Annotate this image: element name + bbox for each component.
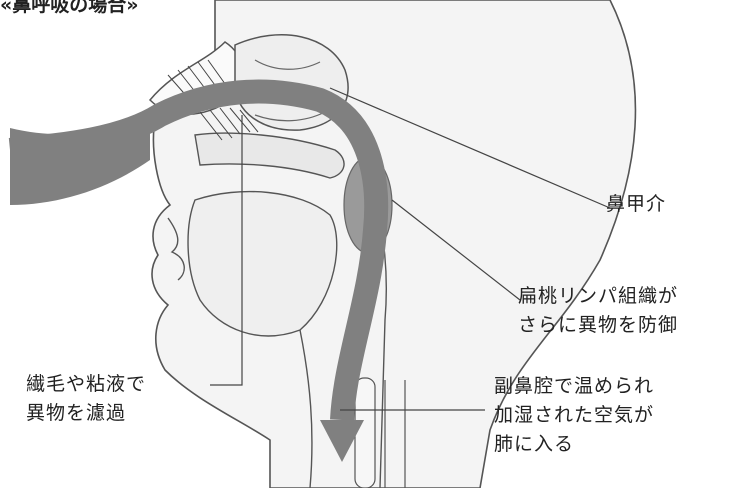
sinus-label-line2: 加湿された空気が — [494, 401, 654, 430]
section-title: «鼻呼吸の場合» — [0, 0, 139, 17]
sinus-label: 副鼻腔で温められ 加湿された空気が 肺に入る — [494, 372, 654, 459]
cilia-label-line2: 異物を濾過 — [26, 399, 146, 428]
tonsil-label-line1: 扁桃リンパ組織が — [518, 282, 678, 311]
airflow-entry-band — [10, 112, 150, 205]
trachea-tube — [355, 378, 375, 488]
tonsil-label-line2: さらに異物を防御 — [518, 311, 678, 340]
turbinate-label-text: 鼻甲介 — [606, 193, 666, 215]
turbinate-label: 鼻甲介 — [606, 190, 666, 219]
cilia-label: 繊毛や粘液で 異物を濾過 — [26, 370, 146, 428]
tonsil-label: 扁桃リンパ組織が さらに異物を防御 — [518, 282, 678, 340]
cilia-label-line1: 繊毛や粘液で — [26, 370, 146, 399]
sinus-label-line3: 肺に入る — [494, 430, 654, 459]
sinus-label-line1: 副鼻腔で温められ — [494, 372, 654, 401]
